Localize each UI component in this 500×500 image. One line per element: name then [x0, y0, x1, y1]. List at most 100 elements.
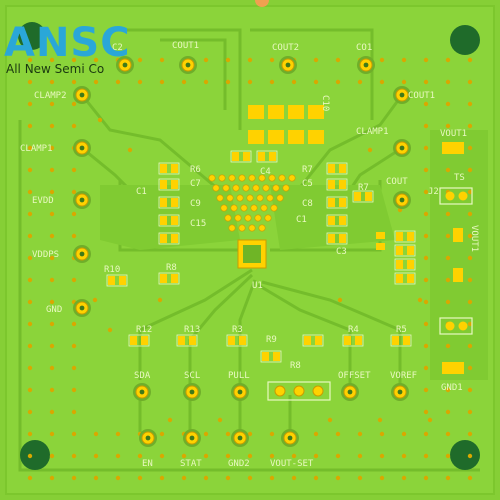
- via: [93, 79, 99, 85]
- via: [379, 79, 385, 85]
- label-c7: C7: [190, 179, 201, 189]
- test-point-hole: [189, 389, 195, 395]
- brand-wordmark: ANSC: [4, 20, 131, 66]
- label-gnd2: GND2: [228, 459, 250, 469]
- smd-pad: [189, 336, 196, 345]
- smd-outline: [230, 150, 252, 163]
- label-r4: R4: [348, 325, 359, 335]
- test-points: [73, 56, 411, 447]
- via: [71, 167, 77, 173]
- mounting-holes: [18, 22, 480, 470]
- label-offset: OFFSET: [338, 371, 371, 381]
- via: [423, 123, 429, 129]
- via: [49, 211, 55, 217]
- label-ts: TS: [454, 173, 465, 183]
- test-point-hole: [79, 305, 85, 311]
- via: [291, 79, 297, 85]
- via: [423, 211, 429, 217]
- smd-pad: [262, 352, 269, 361]
- via: [423, 431, 429, 437]
- via: [269, 57, 275, 63]
- via: [137, 453, 143, 459]
- via: [423, 343, 429, 349]
- test-point-hole: [285, 62, 291, 68]
- via: [27, 145, 33, 151]
- smd-pad: [171, 216, 178, 225]
- smd-pad: [339, 180, 346, 189]
- bga-via: [228, 224, 236, 232]
- via: [49, 79, 55, 85]
- via: [27, 255, 33, 261]
- smd-pad: [178, 336, 185, 345]
- label-co1: CO1: [356, 43, 372, 53]
- via: [225, 475, 231, 481]
- label-clamp1-right: CLAMP1: [356, 127, 389, 137]
- via: [423, 321, 429, 327]
- via: [49, 387, 55, 393]
- via: [27, 475, 33, 481]
- via: [247, 79, 253, 85]
- via: [423, 453, 429, 459]
- smd-outline: [260, 350, 282, 363]
- smd-pad: [339, 164, 346, 173]
- smd-pad: [354, 192, 361, 201]
- via: [379, 431, 385, 437]
- via: [467, 233, 473, 239]
- via: [203, 431, 209, 437]
- label-evdd: EVDD: [32, 196, 54, 206]
- smd-pad: [328, 216, 335, 225]
- test-point-hole: [185, 62, 191, 68]
- smd-outline: [226, 334, 248, 347]
- smd-pad: [304, 336, 311, 345]
- smd-outline: [158, 232, 180, 245]
- label-r8-left: R8: [166, 263, 177, 273]
- test-point-hole: [189, 435, 195, 441]
- via: [467, 167, 473, 173]
- via: [423, 409, 429, 415]
- via: [71, 475, 77, 481]
- via: [97, 117, 103, 123]
- smd-outline: [302, 334, 324, 347]
- smd-outline: [394, 230, 416, 243]
- via: [71, 387, 77, 393]
- via: [181, 453, 187, 459]
- label-r10: R10: [104, 265, 120, 275]
- smd-outline: [326, 232, 348, 245]
- mount-hole-top-left: [18, 22, 46, 50]
- via: [181, 79, 187, 85]
- via: [445, 431, 451, 437]
- via: [27, 343, 33, 349]
- label-u1: U1: [252, 281, 263, 291]
- smd-pad: [160, 164, 167, 173]
- label-stat: STAT: [180, 459, 202, 469]
- top-pad-row: [248, 105, 324, 144]
- bga-via: [212, 184, 220, 192]
- test-point-hole: [79, 197, 85, 203]
- smd-pad: [119, 276, 126, 285]
- smd-outline: [106, 274, 128, 287]
- label-gnd1: GND1: [441, 383, 463, 393]
- via: [157, 297, 163, 303]
- via: [379, 453, 385, 459]
- via: [247, 453, 253, 459]
- via: [159, 475, 165, 481]
- via: [423, 145, 429, 151]
- bga-via: [252, 184, 260, 192]
- label-c9: C9: [190, 199, 201, 209]
- bga-via: [258, 224, 266, 232]
- bga-via: [248, 224, 256, 232]
- via: [467, 321, 473, 327]
- label-c1-left: C1: [136, 187, 147, 197]
- via: [313, 431, 319, 437]
- smd-pad: [141, 336, 148, 345]
- smd-pad: [407, 274, 414, 283]
- via: [71, 453, 77, 459]
- via: [291, 453, 297, 459]
- smd-pad: [160, 198, 167, 207]
- smd-pad: [160, 274, 167, 283]
- smd-pad: [403, 336, 410, 345]
- via: [49, 233, 55, 239]
- via: [225, 57, 231, 63]
- smd-outline: [326, 196, 348, 209]
